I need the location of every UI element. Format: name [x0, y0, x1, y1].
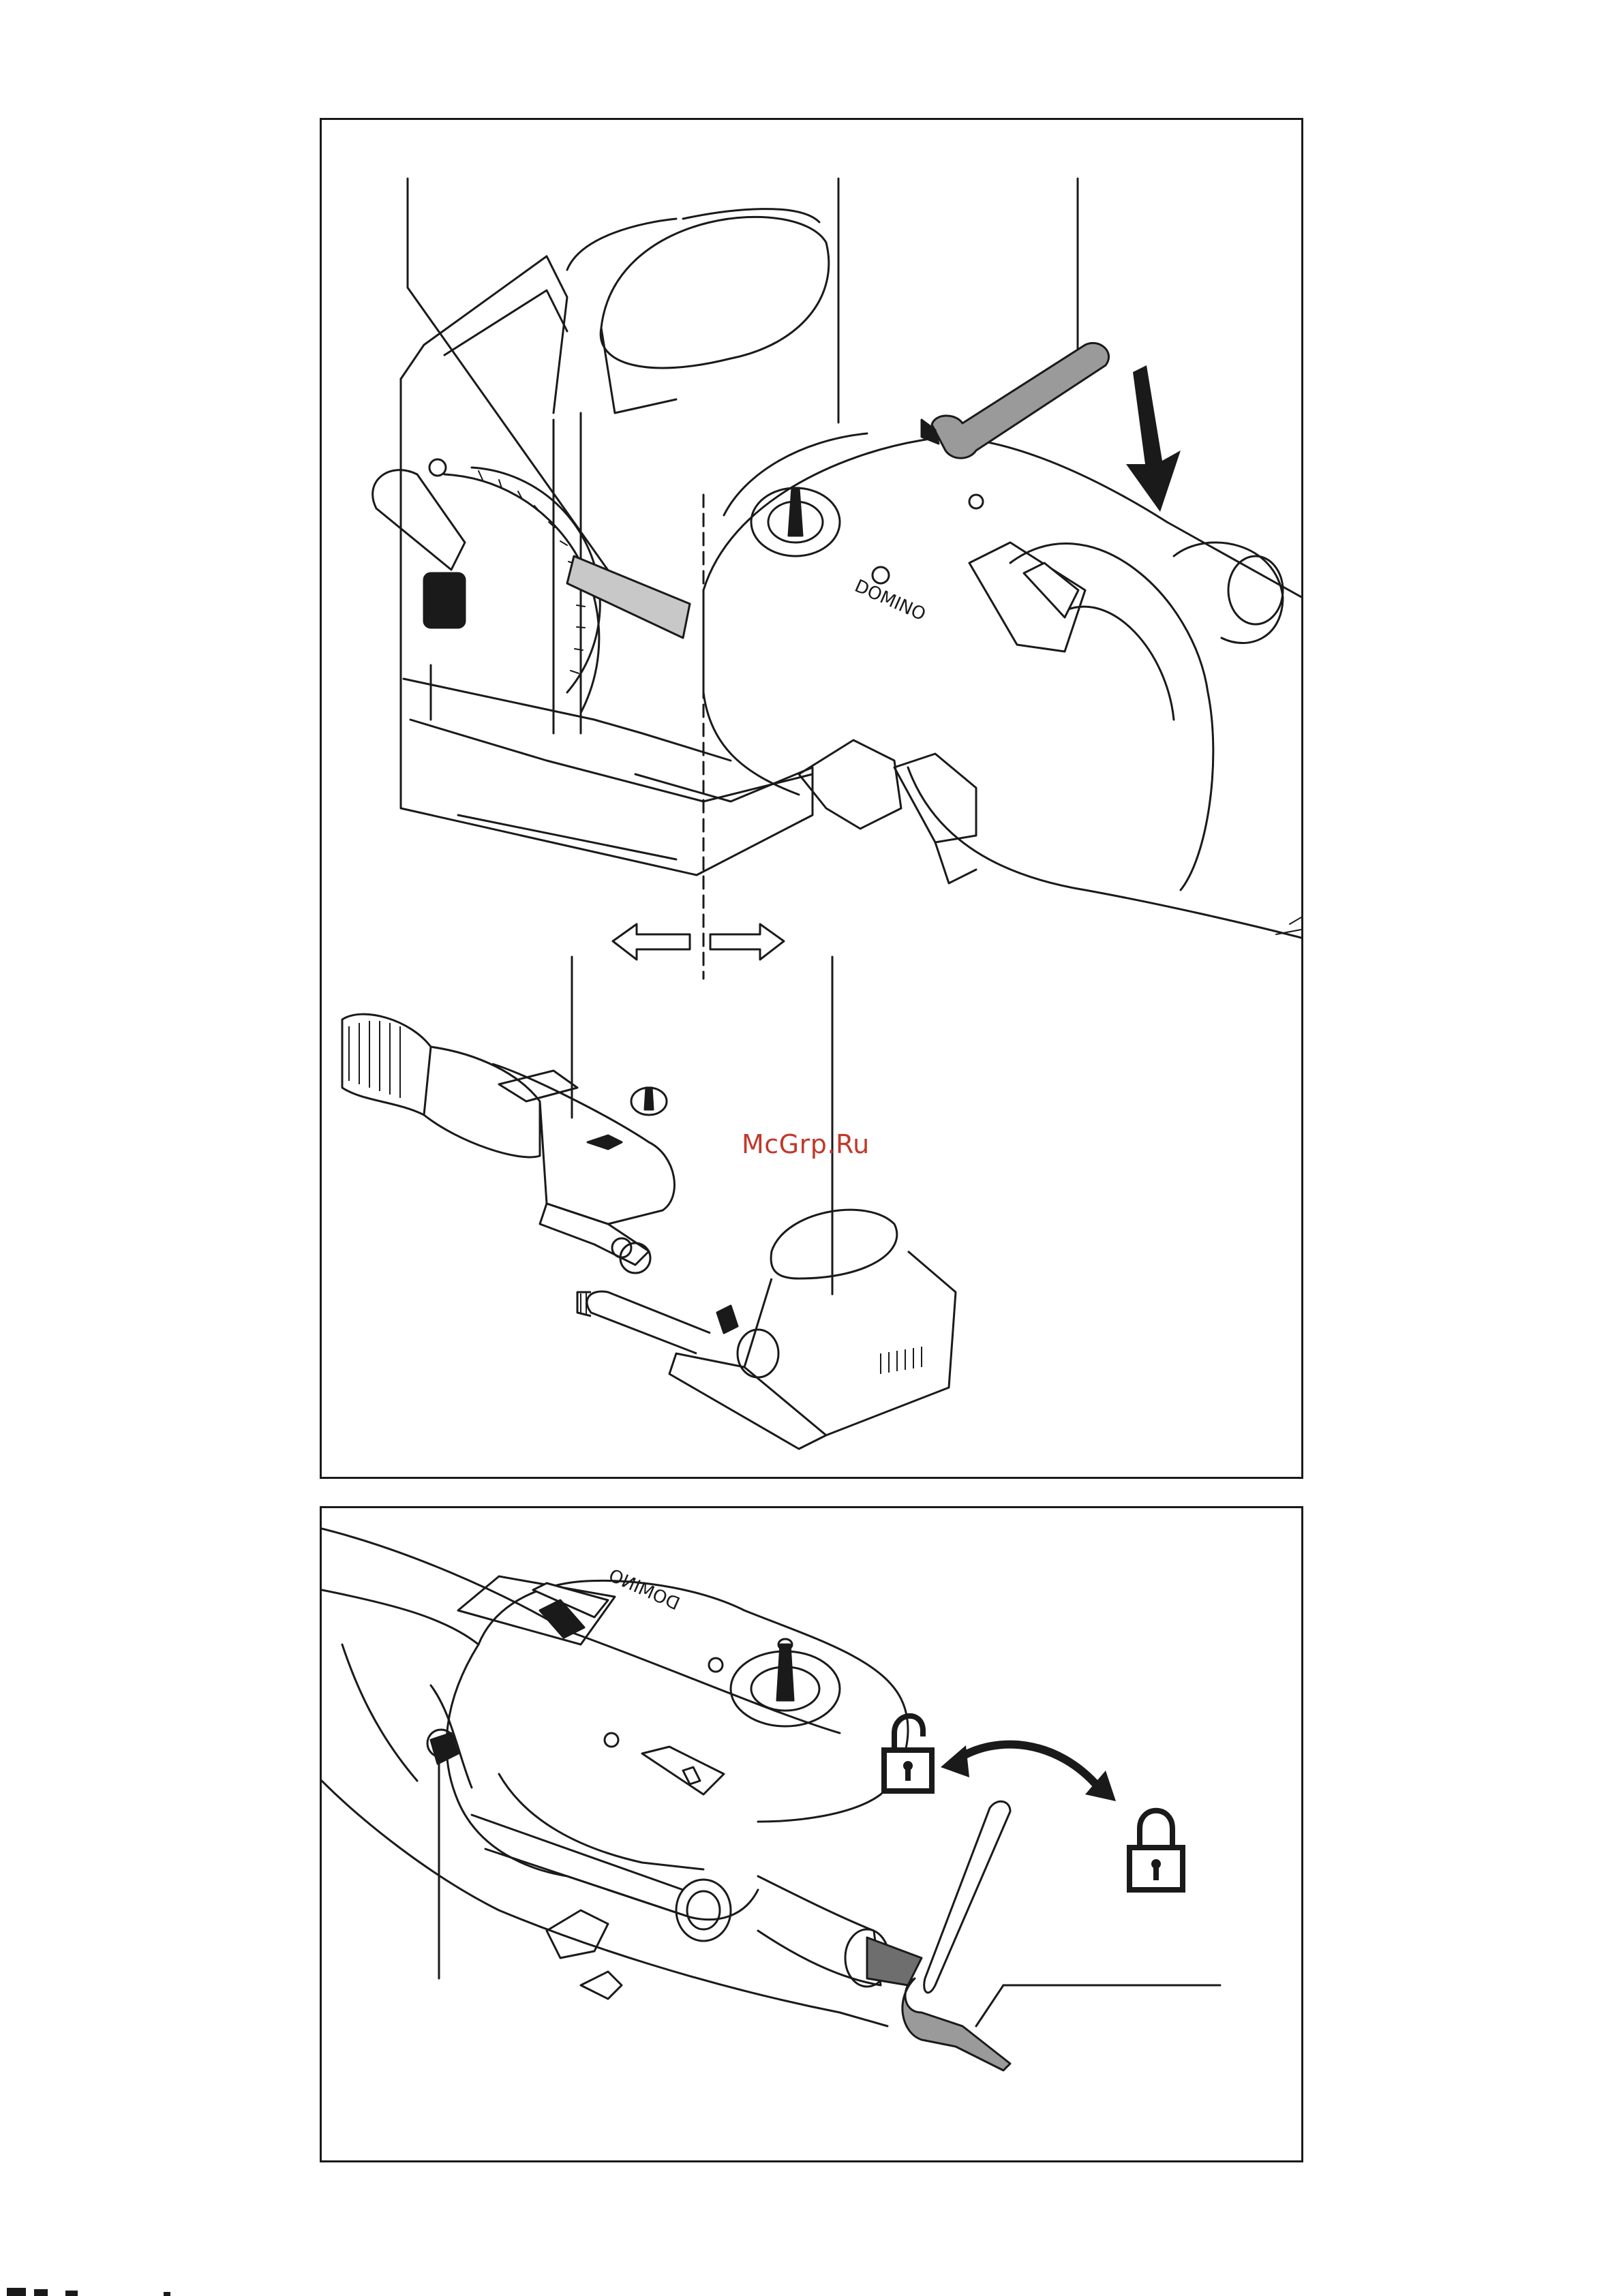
left-arrow-icon [613, 924, 690, 960]
footer-fragment [0, 2284, 218, 2296]
depth-stop-illustration: DOMINO [322, 1508, 1301, 2160]
figure-panel-bottom: DOMINO [320, 1506, 1303, 2162]
brand-label-top: DOMINO [851, 576, 928, 625]
watermark-text: McGrp.Ru [742, 1129, 870, 1159]
motor-unit-inset [342, 1014, 674, 1273]
locked-padlock-icon [1129, 1811, 1183, 1890]
right-arrow-icon [710, 924, 784, 960]
down-arrow-icon [1126, 365, 1181, 512]
domino-machine-illustration: DOMINO [322, 120, 1301, 1477]
figure-panel-top: DOMINO [320, 118, 1303, 1479]
brand-label-bottom: DOMINO [605, 1565, 682, 1614]
base-unit-inset [577, 1210, 956, 1449]
rotate-double-arrow-icon [941, 1745, 1116, 1801]
